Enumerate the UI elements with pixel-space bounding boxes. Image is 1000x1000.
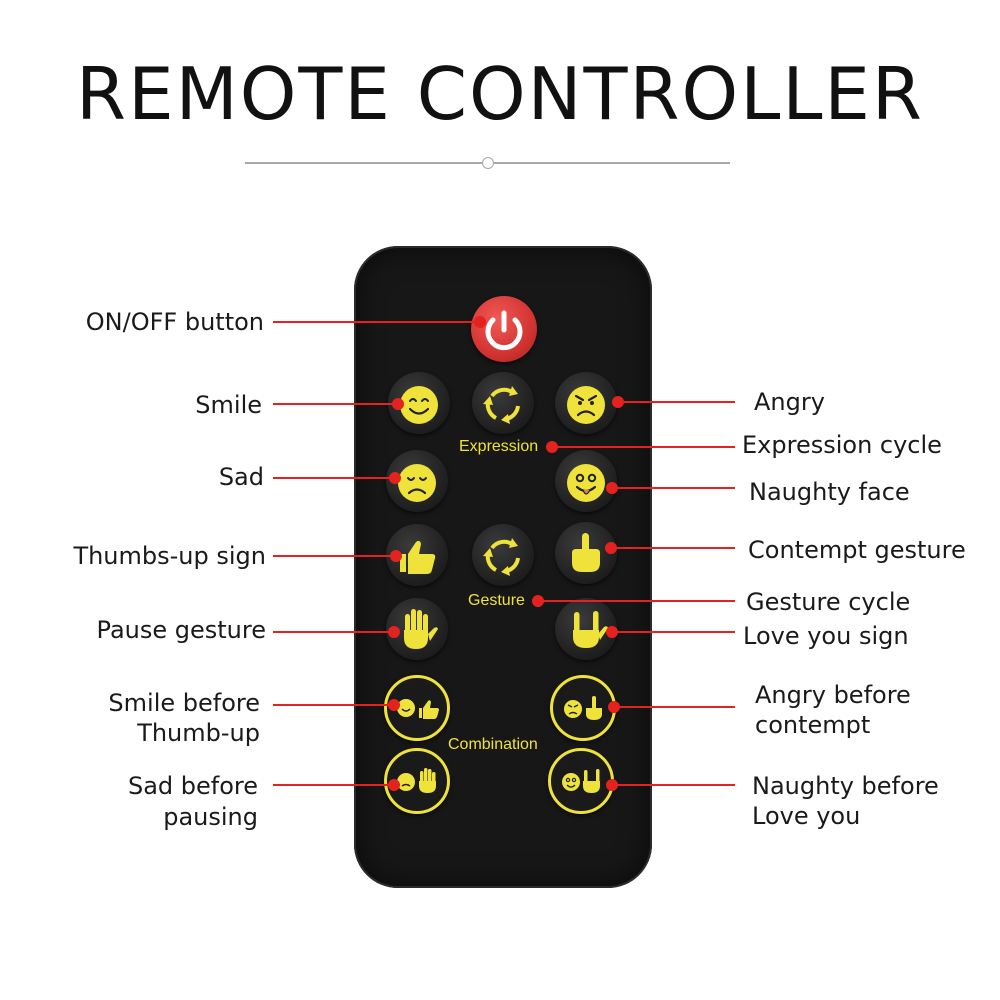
smile-face-icon (400, 386, 438, 424)
callout-smile: Smile (195, 391, 262, 419)
expression-cycle-button[interactable] (472, 372, 534, 434)
callout-gesture-cycle: Gesture cycle (746, 588, 911, 616)
callout-contempt: Contempt gesture (748, 536, 966, 564)
power-icon (485, 310, 523, 351)
callout-love-you: Love you sign (743, 622, 909, 650)
expression-label: Expression (459, 438, 539, 455)
callout-angry-before-line1: Angry before (755, 681, 911, 709)
cycle-arrows-icon (483, 538, 520, 576)
callout-smile-before-line1: Smile before (108, 689, 260, 717)
open-palm-hand-icon (404, 609, 438, 649)
gesture-label: Gesture (468, 592, 525, 609)
callout-naughty-before-line1: Naughty before (752, 772, 939, 800)
angry-contempt-combo-icon (564, 696, 602, 720)
callout-on-off: ON/OFF button (85, 308, 264, 336)
love-you-hand-icon (573, 611, 608, 648)
callout-smile-before-line2: Thumb-up (137, 719, 260, 747)
love-you-sign-button[interactable] (555, 598, 617, 660)
sad-before-pausing-button[interactable] (384, 748, 450, 814)
callout-expression-cycle: Expression cycle (742, 431, 942, 459)
callout-thumbs-up: Thumbs-up sign (73, 542, 266, 570)
callout-sad-before-line1: Sad before (127, 772, 258, 800)
naughty-love-you-combo-icon (562, 769, 600, 793)
angry-face-icon (567, 386, 605, 424)
page-title: REMOTE CONTROLLER (76, 52, 924, 136)
cycle-arrows-icon (483, 386, 520, 424)
callout-sad-before-line2: pausing (163, 803, 258, 831)
sad-pause-combo-icon (397, 768, 436, 793)
callout-angry: Angry (754, 388, 825, 416)
naughty-face-button[interactable] (555, 450, 617, 512)
gesture-cycle-button[interactable] (472, 524, 534, 586)
contempt-gesture-button[interactable] (555, 522, 617, 584)
combination-label: Combination (448, 736, 538, 753)
naughty-face-icon (567, 464, 605, 502)
sad-face-icon (398, 464, 436, 502)
callout-naughty: Naughty face (749, 478, 910, 506)
power-button[interactable] (471, 296, 537, 362)
angry-before-contempt-button[interactable] (550, 675, 616, 741)
thumbs-up-hand-icon (400, 540, 436, 574)
angry-button[interactable] (555, 372, 617, 434)
smile-thumb-up-combo-icon (397, 699, 439, 719)
middle-finger-hand-icon (572, 533, 600, 572)
callout-angry-before-line2: contempt (755, 711, 871, 739)
divider-dot (482, 157, 494, 169)
callout-naughty-before-line2: Love you (752, 802, 861, 830)
callout-pause: Pause gesture (96, 616, 266, 644)
callout-sad: Sad (218, 463, 264, 491)
